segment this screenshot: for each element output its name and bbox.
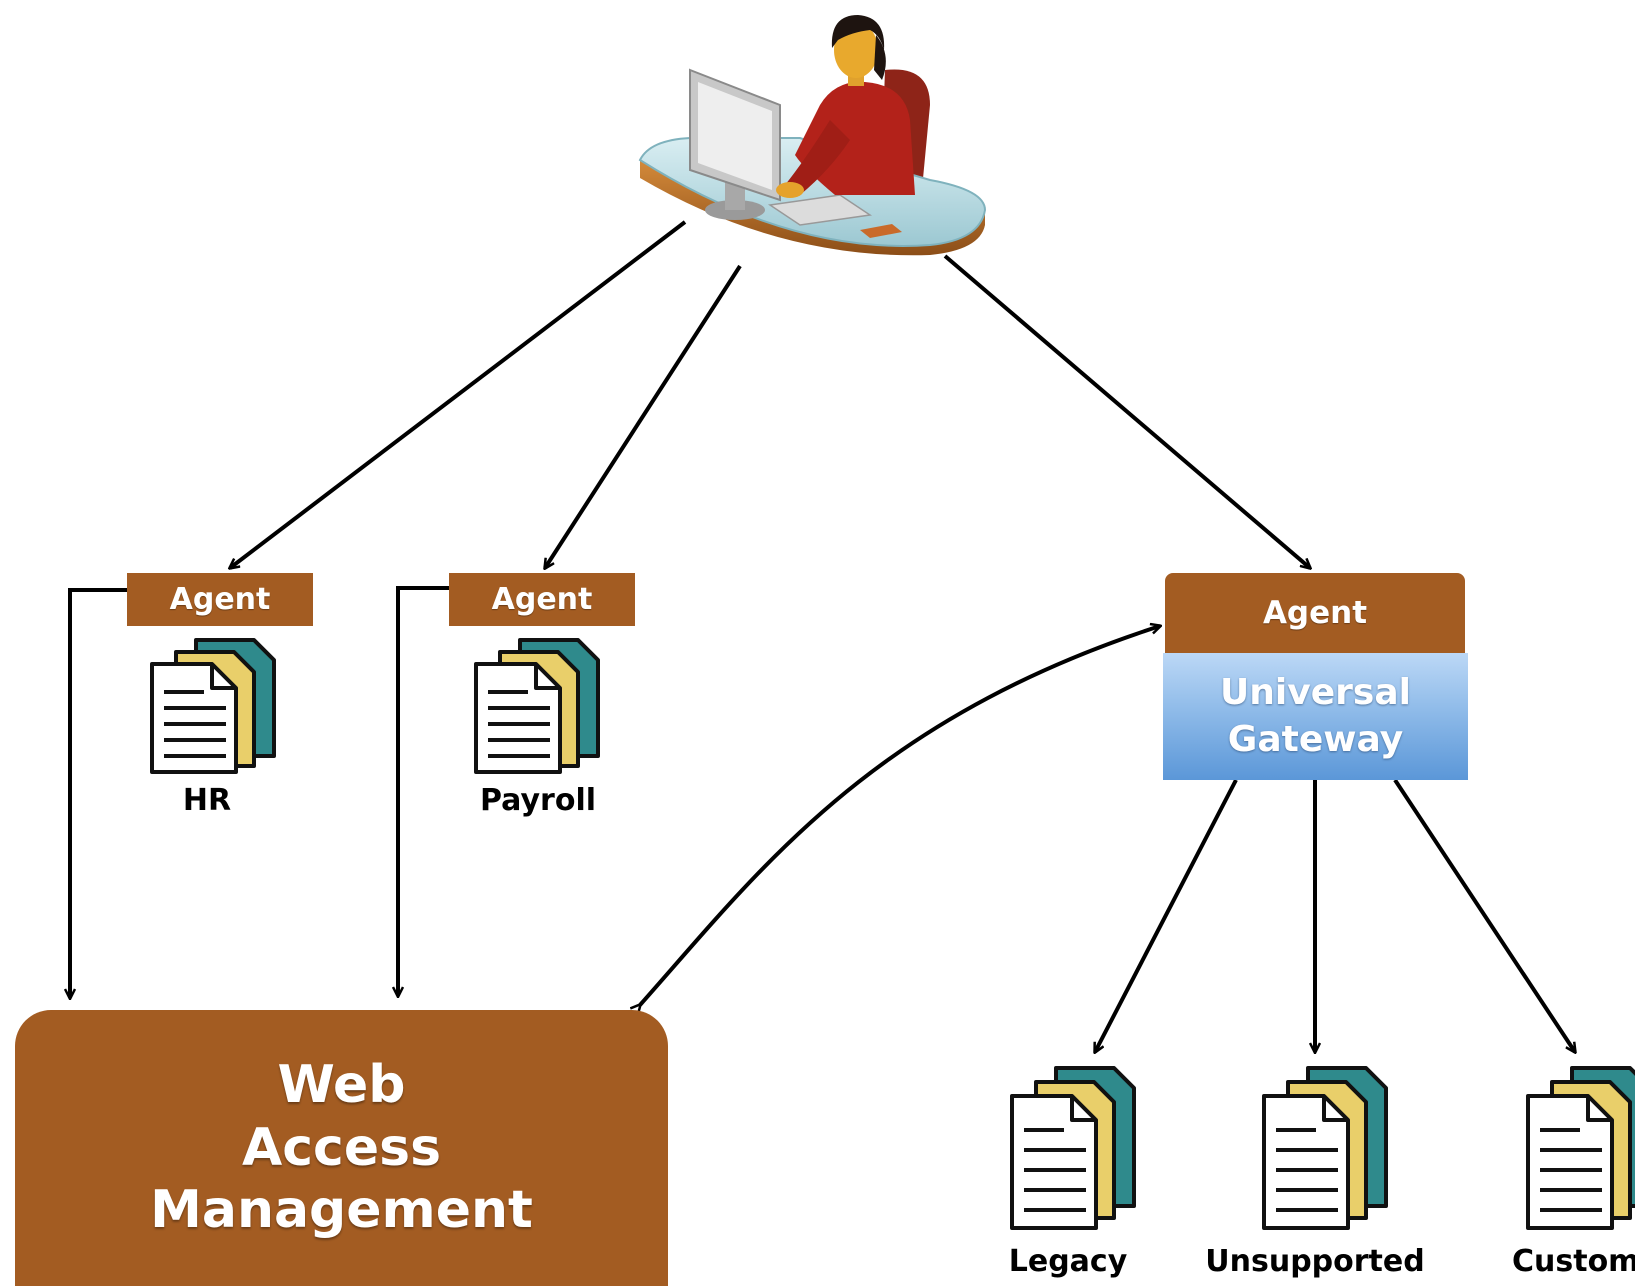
gateway-label-line2: Gateway (1227, 718, 1404, 760)
payroll-document-stack-icon (474, 638, 600, 774)
payroll-app-label: Payroll (479, 783, 597, 818)
wam-label-line3: Management (150, 1180, 533, 1241)
arrow-hr-agent-to-wam (70, 588, 127, 998)
arrow-gateway-to-legacy (1093, 779, 1238, 1052)
gateway-agent-bar: Agent (1165, 573, 1465, 653)
web-access-management-box: Web Access Management (15, 1010, 668, 1286)
custom-app-label-text: Custom (1512, 1244, 1635, 1279)
custom-document-stack-icon (1526, 1066, 1635, 1230)
arrow-gateway-to-custom (1393, 778, 1575, 1052)
unsupported-app-label: Unsupported (1205, 1244, 1425, 1279)
universal-gateway-box: Universal Gateway (1163, 653, 1468, 780)
legacy-document-stack-icon (1010, 1066, 1136, 1230)
gateway-label-line1: Universal (1220, 671, 1411, 713)
user-at-computer-icon (638, 15, 987, 256)
legacy-app-label: Legacy (1008, 1244, 1128, 1279)
arrow-payroll-agent-to-wam (398, 586, 449, 996)
hr-agent-bar: Agent (127, 573, 313, 626)
wam-label-line1: Web (277, 1055, 406, 1116)
arrow-user-to-payroll-agent (545, 264, 742, 568)
hr-document-stack-icon (150, 638, 276, 774)
hr-app-label: HR (182, 783, 232, 818)
arrow-wam-gateway-bidirectional (640, 626, 1160, 1005)
custom-app-label: Custom (1512, 1244, 1635, 1279)
arrow-user-to-hr-agent (230, 220, 687, 568)
payroll-agent-bar: Agent (449, 573, 635, 626)
wam-label-line2: Access (241, 1117, 442, 1178)
unsupported-document-stack-icon (1262, 1066, 1388, 1230)
arrow-user-to-gateway-agent (943, 254, 1310, 568)
